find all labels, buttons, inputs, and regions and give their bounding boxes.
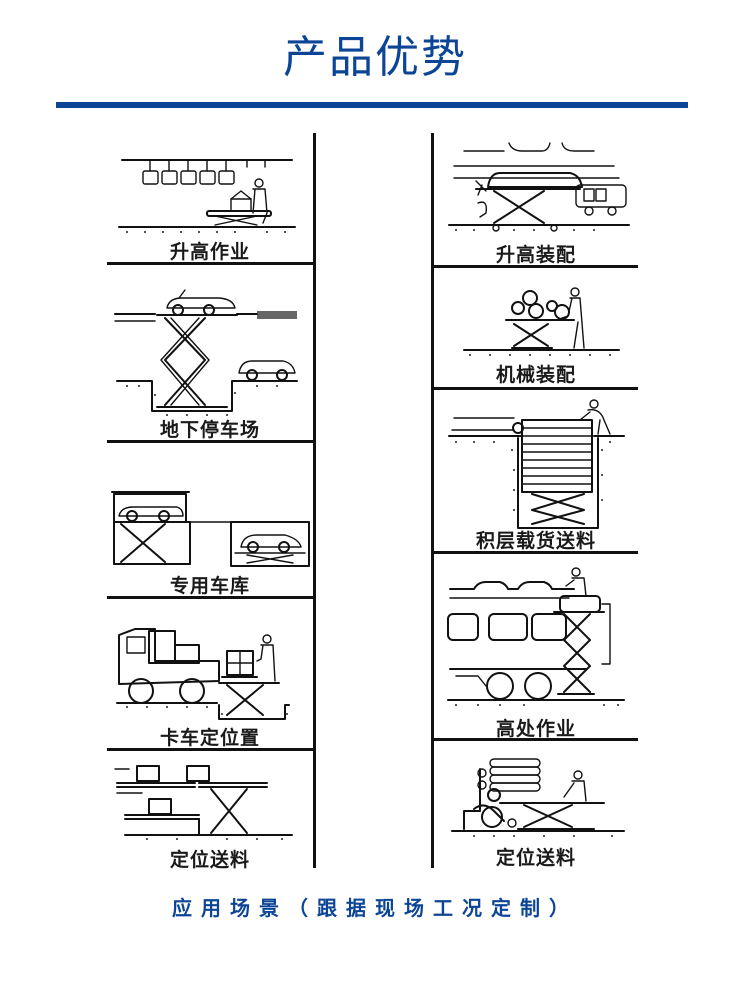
scenario-card: 卡车定位置 [107, 599, 313, 749]
scenario-label: 定位送料 [495, 847, 576, 869]
paper-roll-feeding-icon [451, 758, 625, 837]
truck-positioning-icon [116, 628, 290, 720]
private-garage-icon [111, 491, 310, 567]
scenario-card: 定位送料 [107, 751, 313, 871]
right-column-divider [431, 133, 434, 868]
scenario-label: 机械装配 [495, 364, 576, 386]
scenario-card: 专用车库 [107, 443, 313, 597]
scenario-card: 地下停车场 [107, 265, 313, 441]
scenario-card: 升高作业 [107, 133, 313, 263]
scenario-label: 积层载货送料 [475, 530, 596, 552]
right-row-divider [431, 387, 638, 390]
page-title: 产品优势 [283, 32, 467, 83]
right-row-divider [431, 265, 638, 268]
scenario-label: 升高装配 [495, 244, 576, 266]
conveyor-lift-icon [118, 159, 296, 233]
scenario-card: 积层载货送料 [434, 390, 638, 552]
aerial-work-icon [447, 567, 625, 706]
left-row-divider [107, 596, 316, 599]
scenario-label: 升高作业 [169, 241, 250, 263]
right-row-divider [431, 738, 638, 741]
machine-assembly-icon [463, 287, 620, 356]
scenario-label: 专用车库 [169, 575, 250, 597]
title-underline [56, 102, 688, 108]
right-row-divider [431, 551, 638, 554]
scenario-card: 机械装配 [434, 268, 638, 387]
scenario-card: 升高装配 [434, 133, 638, 266]
car-assembly-icon [448, 142, 630, 232]
roller-feeding-icon [114, 765, 293, 840]
scenario-label: 定位送料 [169, 849, 250, 871]
scenario-label: 地下停车场 [159, 419, 260, 441]
underground-parking-icon [114, 289, 298, 416]
footer-caption: 应用场景（跟据现场工况定制） [172, 896, 578, 920]
scenario-card: 高处作业 [434, 554, 638, 740]
left-row-divider [107, 440, 316, 443]
left-column-divider [313, 133, 316, 868]
scenario-card: 定位送料 [434, 741, 638, 869]
scenario-label: 卡车定位置 [159, 727, 260, 749]
stacked-cargo-icon [448, 399, 625, 529]
scenario-label: 高处作业 [495, 718, 576, 740]
left-row-divider [107, 748, 316, 751]
left-row-divider [107, 262, 316, 265]
